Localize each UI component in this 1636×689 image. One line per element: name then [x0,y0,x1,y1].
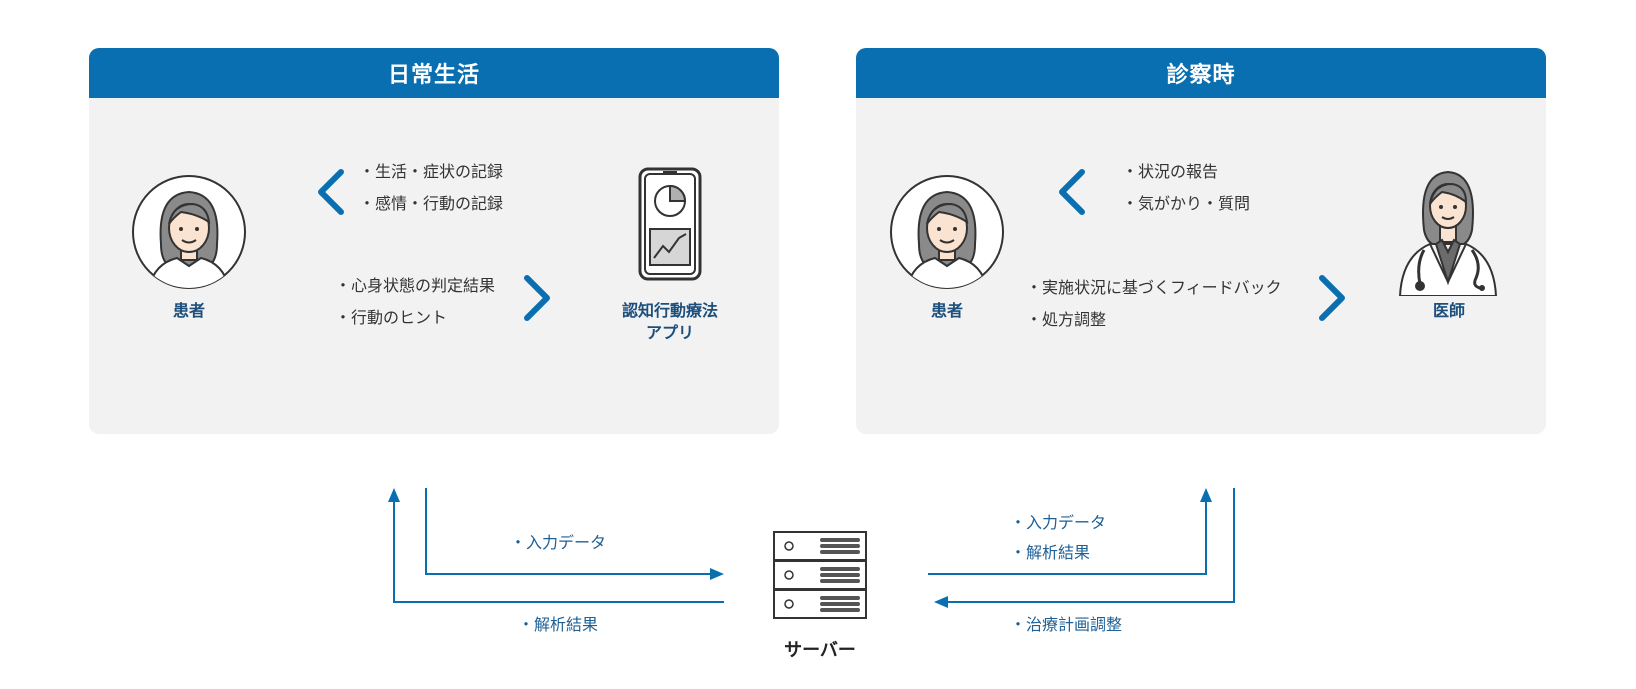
label-treatment-plan: ・治療計画調整 [1010,610,1122,640]
label-input-data-left: ・入力データ [510,528,606,558]
arrowhead-up-icon [1200,488,1212,502]
right-up-labels: ・入力データ ・解析結果 [1010,508,1106,568]
arrowhead-left-icon [934,596,948,608]
label-analysis-right: ・解析結果 [1010,538,1106,568]
server-icon [774,532,866,618]
label-input-data-right: ・入力データ [1010,508,1106,538]
server-label: サーバー [760,636,880,662]
arrowhead-right-icon [710,568,724,580]
arrowhead-up-icon [388,488,400,502]
label-analysis-left: ・解析結果 [518,610,598,640]
